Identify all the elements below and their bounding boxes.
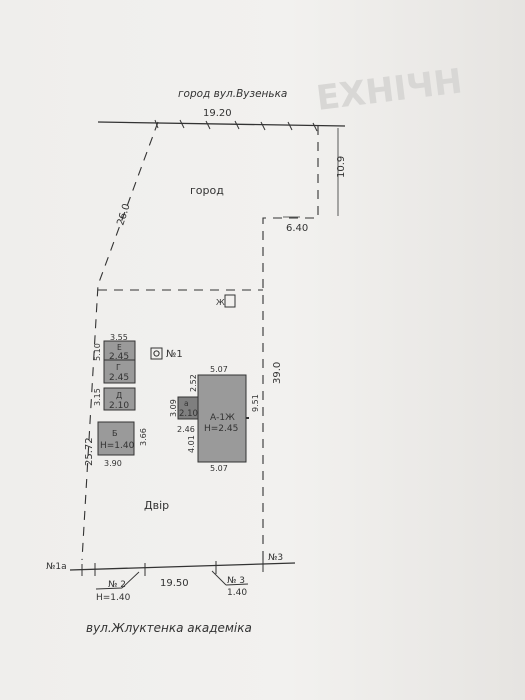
gate-3-label: № 3 xyxy=(227,576,245,586)
building-b-width: 3.90 xyxy=(104,459,122,468)
building-d-letter: Д xyxy=(116,391,122,400)
building-e-length: 5.10 xyxy=(93,343,102,361)
top-boundary-line xyxy=(97,121,346,127)
dim-step-width: 6.40 xyxy=(286,223,308,234)
building-d xyxy=(103,387,136,411)
bottom-boundary-ticks xyxy=(81,559,264,576)
building-g-letter: Г xyxy=(116,363,121,372)
dim-top-width: 19.20 xyxy=(203,108,232,119)
gate-2-leader xyxy=(95,587,123,590)
top-boundary-ticks xyxy=(154,119,318,132)
yard-label: Двір xyxy=(144,499,169,512)
gate-2-pointer xyxy=(121,571,140,589)
gate-3-width: 1.40 xyxy=(227,588,247,598)
toilet-building xyxy=(224,294,236,308)
dim-left-diag: 26.0 xyxy=(115,202,132,227)
building-a-height: 2.10 xyxy=(179,409,198,419)
building-e-letter: Е xyxy=(117,343,122,352)
gate-2-label: № 2 xyxy=(108,580,126,590)
building-g-height: 2.45 xyxy=(109,373,129,383)
building-b-height: H=1.40 xyxy=(100,441,135,451)
dim-left-lower: 25.72 xyxy=(84,437,95,466)
building-a1-width-bottom: 5.07 xyxy=(210,464,228,473)
watermark-text: ЕХНІЧН xyxy=(314,61,464,119)
dim-right-main: 39.0 xyxy=(272,362,283,384)
left-boundary xyxy=(81,121,159,561)
right-boundary xyxy=(262,126,319,560)
building-a1-height: H=2.45 xyxy=(204,424,238,434)
well-label: №1 xyxy=(166,349,183,360)
building-a xyxy=(177,396,199,420)
building-e-width: 3.55 xyxy=(110,333,128,342)
well-icon xyxy=(150,347,163,360)
building-a-width: 2.46 xyxy=(177,425,195,434)
gate-2-height: H=1.40 xyxy=(96,593,131,603)
building-d-height: 2.10 xyxy=(109,401,129,411)
building-g xyxy=(103,359,136,384)
building-a-letter: а xyxy=(184,399,189,408)
building-d-length: 3.15 xyxy=(93,388,102,406)
garden-label: город xyxy=(190,184,224,197)
building-a1-length: 9.51 xyxy=(251,394,260,412)
building-e-height: 2.45 xyxy=(109,352,129,362)
gate-3-pointer xyxy=(211,570,227,586)
building-b xyxy=(97,421,135,456)
dim-right-upper: 10.9 xyxy=(336,156,347,178)
building-a-top-len: 2.52 xyxy=(189,374,198,392)
building-a1-left-len: 4.01 xyxy=(187,435,196,453)
building-a1-width-top: 5.07 xyxy=(210,365,228,374)
gate-1a-label: №1а xyxy=(46,562,67,572)
gate-3-top-label: №3 xyxy=(268,553,283,563)
bottom-street-label: вул.Жлуктенка академіка xyxy=(86,621,252,635)
dim-bottom-mid: 19.50 xyxy=(160,578,189,589)
building-b-letter: Б xyxy=(112,429,118,438)
bottom-boundary-line xyxy=(69,562,296,571)
building-b-length: 3.66 xyxy=(139,428,148,446)
building-a1 xyxy=(197,374,247,463)
building-a-left-len: 3.09 xyxy=(169,399,178,417)
gate-3-leader xyxy=(225,583,249,586)
building-a1-letter: А-1Ж xyxy=(210,413,235,423)
toilet-label: Ж xyxy=(216,298,225,307)
top-street-label: город вул.Вузенька xyxy=(178,88,287,100)
